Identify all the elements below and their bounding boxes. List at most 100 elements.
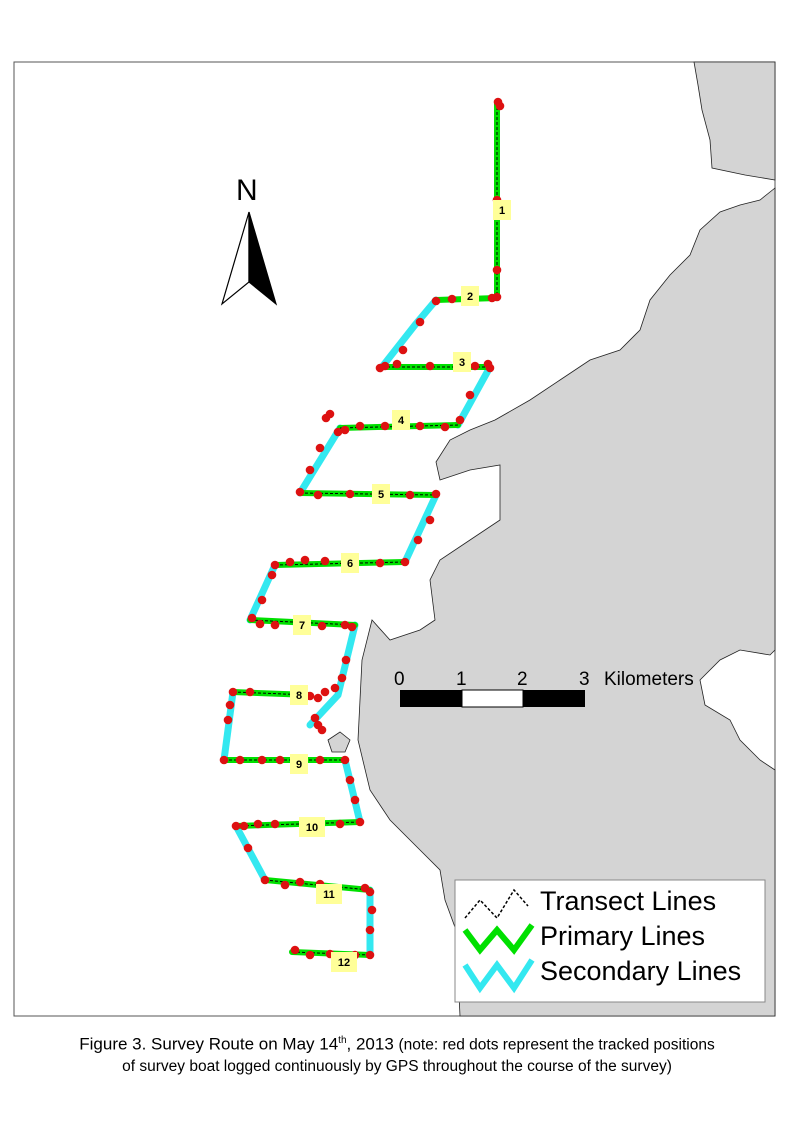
gps-dot bbox=[245, 687, 255, 697]
caption-superscript: th bbox=[338, 1035, 347, 1046]
land-northeast bbox=[693, 61, 776, 181]
gps-dot bbox=[280, 880, 290, 890]
transect-label-10: 10 bbox=[299, 817, 325, 837]
gps-dot bbox=[415, 317, 425, 327]
legend-transect-swatch bbox=[464, 888, 529, 920]
gps-dot bbox=[270, 560, 280, 570]
svg-text:8: 8 bbox=[296, 690, 302, 702]
legend-secondary-swatch bbox=[462, 958, 535, 994]
gps-dot bbox=[380, 421, 390, 431]
svg-text:3: 3 bbox=[459, 357, 465, 369]
gps-dot bbox=[485, 363, 495, 373]
gps-dot bbox=[257, 595, 267, 605]
gps-dot bbox=[239, 821, 249, 831]
gps-dot bbox=[431, 489, 441, 499]
gps-dot bbox=[455, 415, 465, 425]
gps-dot bbox=[305, 465, 315, 475]
transect-label-1: 1 bbox=[493, 200, 511, 220]
gps-dot bbox=[350, 795, 360, 805]
gps-dot bbox=[243, 843, 253, 853]
svg-text:10: 10 bbox=[306, 822, 318, 834]
gps-dot bbox=[320, 687, 330, 697]
gps-dot bbox=[340, 425, 350, 435]
gps-dot bbox=[223, 715, 233, 725]
gps-dot bbox=[275, 755, 285, 765]
gps-dot bbox=[219, 755, 229, 765]
north-label: N bbox=[236, 174, 258, 207]
gps-dot bbox=[235, 755, 245, 765]
gps-dot bbox=[405, 490, 415, 500]
gps-dot bbox=[447, 294, 457, 304]
gps-dot bbox=[492, 265, 502, 275]
scale-segment-2 bbox=[461, 689, 524, 708]
caption-line-1: Figure 3. Survey Route on May 14th, 2013… bbox=[0, 1030, 794, 1056]
gps-dot bbox=[267, 570, 277, 580]
scale-tick-1: 1 bbox=[456, 669, 467, 690]
gps-dot bbox=[365, 950, 375, 960]
gps-dot bbox=[440, 422, 450, 432]
legend-secondary-label: Secondary Lines bbox=[540, 956, 741, 986]
gps-dot bbox=[365, 925, 375, 935]
gps-dot bbox=[330, 683, 340, 693]
gps-dot bbox=[313, 693, 323, 703]
gps-dot bbox=[295, 877, 305, 887]
gps-dot bbox=[337, 673, 347, 683]
legend: Transect Lines Primary Lines Secondary L… bbox=[454, 879, 766, 1003]
svg-text:11: 11 bbox=[323, 889, 335, 901]
gps-dot bbox=[345, 775, 355, 785]
gps-dot bbox=[347, 622, 357, 632]
svg-text:9: 9 bbox=[296, 759, 302, 771]
svg-text:12: 12 bbox=[338, 957, 350, 969]
gps-dot bbox=[425, 361, 435, 371]
svg-text:4: 4 bbox=[398, 415, 405, 427]
gps-dot bbox=[355, 817, 365, 827]
transect-label-9: 9 bbox=[290, 754, 308, 774]
gps-dot bbox=[247, 613, 257, 623]
gps-dot bbox=[317, 725, 327, 735]
gps-dot bbox=[228, 687, 238, 697]
gps-dot bbox=[225, 700, 235, 710]
caption-title: Figure 3. Survey Route on May 14 bbox=[79, 1034, 339, 1054]
gps-dot bbox=[257, 755, 267, 765]
gps-dot bbox=[300, 555, 310, 565]
transect-label-4: 4 bbox=[392, 410, 410, 430]
gps-dot bbox=[365, 887, 375, 897]
scale-tick-3: 3 bbox=[579, 669, 590, 690]
gps-dot bbox=[340, 620, 350, 630]
svg-text:2: 2 bbox=[467, 291, 473, 303]
transect-label-11: 11 bbox=[316, 884, 342, 904]
gps-dot bbox=[290, 945, 300, 955]
caption-line-2: of survey boat logged continuously by GP… bbox=[122, 1058, 672, 1076]
gps-dot bbox=[317, 621, 327, 631]
gps-dot bbox=[231, 821, 241, 831]
gps-dot bbox=[375, 363, 385, 373]
gps-dot bbox=[355, 421, 365, 431]
gps-dot bbox=[487, 293, 497, 303]
gps-dot bbox=[495, 101, 505, 111]
gps-dot bbox=[398, 345, 408, 355]
svg-text:7: 7 bbox=[299, 620, 305, 632]
legend-primary-label: Primary Lines bbox=[540, 921, 705, 951]
gps-dot bbox=[270, 620, 280, 630]
caption-year: , 2013 bbox=[346, 1034, 399, 1054]
svg-text:1: 1 bbox=[499, 205, 505, 217]
gps-dot bbox=[335, 819, 345, 829]
gps-dot bbox=[310, 713, 320, 723]
gps-dot bbox=[345, 489, 355, 499]
gps-dot bbox=[375, 558, 385, 568]
svg-text:5: 5 bbox=[378, 489, 384, 501]
scale-tick-2: 2 bbox=[517, 669, 528, 690]
figure-caption: Figure 3. Survey Route on May 14th, 2013… bbox=[0, 1030, 794, 1078]
land-islet bbox=[327, 731, 351, 753]
transect-label-2: 2 bbox=[461, 286, 479, 306]
transect-label-5: 5 bbox=[372, 484, 390, 504]
land bbox=[327, 61, 776, 1017]
gps-dot bbox=[315, 443, 325, 453]
north-arrow-right bbox=[248, 211, 278, 306]
transect-label-7: 7 bbox=[293, 615, 311, 635]
transect-label-8: 8 bbox=[290, 685, 308, 705]
gps-dot bbox=[425, 515, 435, 525]
gps-dot bbox=[260, 875, 270, 885]
gps-dot bbox=[285, 557, 295, 567]
